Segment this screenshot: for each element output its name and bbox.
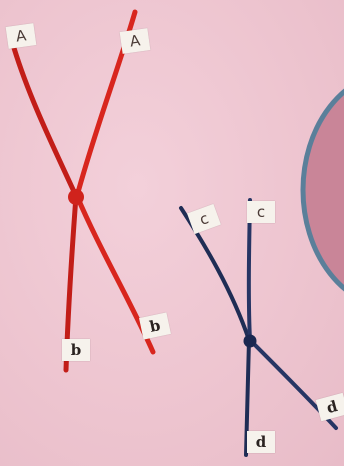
cell-circle xyxy=(303,72,344,308)
label-blue-top-right: c xyxy=(247,201,275,223)
label-red-top-left: A xyxy=(6,23,37,49)
red-chromatid-left xyxy=(14,48,76,370)
label-red-top-right: A xyxy=(120,28,151,54)
red-chromatid-right xyxy=(77,12,153,352)
blue-chromatid-left xyxy=(181,208,249,455)
label-blue-bottom-left: d xyxy=(247,431,275,453)
label-red-bottom-left: b xyxy=(62,339,90,361)
blue-centromere xyxy=(244,335,257,348)
red-centromere xyxy=(68,189,84,205)
